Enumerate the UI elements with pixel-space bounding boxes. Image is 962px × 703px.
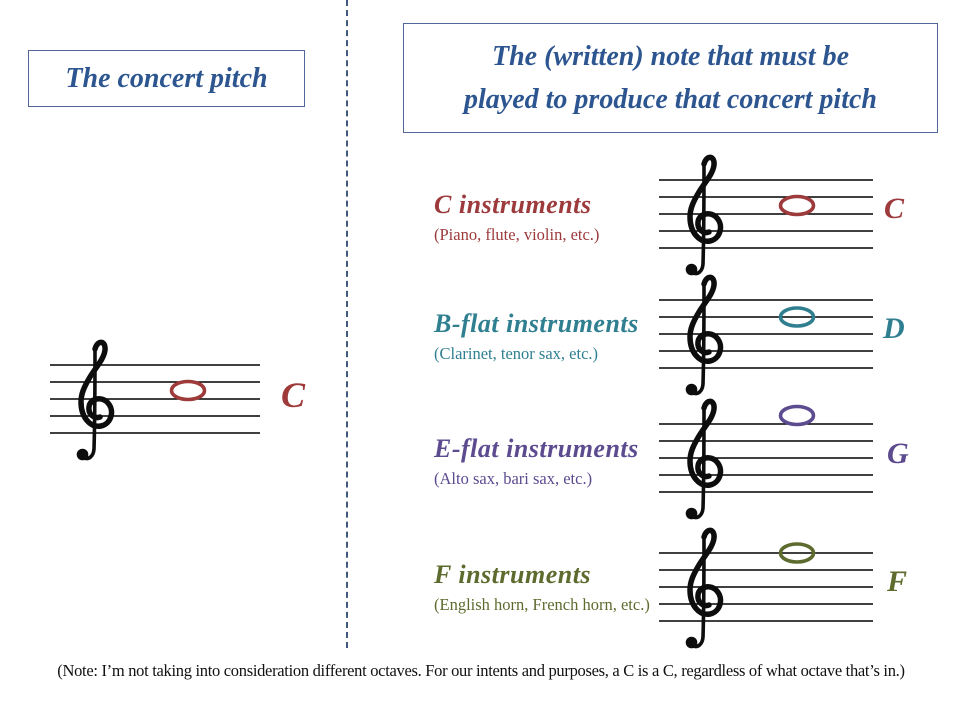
row-bflat-instruments-note-letter: D (883, 312, 905, 345)
whole-note-oval (778, 194, 816, 217)
row-c-instruments-label: C instruments (Piano, flute, violin, etc… (434, 190, 599, 245)
row-c-instruments-examples: (Piano, flute, violin, etc.) (434, 225, 600, 244)
row-f-instruments-note-letter: F (887, 565, 908, 598)
treble-clef-icon (685, 274, 724, 396)
row-bflat-instruments-examples: (Clarinet, tenor sax, etc.) (434, 344, 599, 363)
written-note-title-box: The (written) note that must be played t… (403, 23, 938, 133)
row-c-instruments-name: C instruments (434, 190, 592, 219)
row-f-instruments-label: F instruments (English horn, French horn… (434, 560, 650, 615)
staff-svg (659, 398, 873, 520)
row-eflat-instruments-examples: (Alto sax, bari sax, etc.) (434, 469, 593, 488)
concert-pitch-staff (50, 337, 260, 475)
row-bflat-instruments-name: B-flat instruments (434, 309, 639, 338)
row-f-instruments-name: F instruments (434, 560, 592, 589)
whole-note-oval (169, 379, 207, 402)
row-eflat-instruments-staff (659, 396, 873, 534)
row-eflat-instruments-label: E-flat instruments (Alto sax, bari sax, … (434, 434, 639, 489)
staff-svg (659, 274, 873, 396)
treble-clef-icon (685, 154, 724, 276)
written-note-title-line1: The (written) note that must be (491, 40, 850, 72)
concert-pitch-title: The concert pitch (65, 62, 268, 94)
concert-pitch-title-box: The concert pitch (28, 50, 305, 107)
row-c-instruments-staff (659, 152, 873, 290)
whole-note-oval (778, 542, 816, 564)
staff-svg (659, 154, 873, 276)
row-eflat-instruments-name: E-flat instruments (434, 434, 639, 463)
staff-svg (50, 339, 260, 461)
written-note-title-line2: played to produce that concert pitch (464, 84, 877, 115)
whole-note-oval (778, 404, 816, 427)
treble-clef-icon (685, 527, 724, 649)
row-bflat-instruments-staff (659, 272, 873, 410)
row-c-instruments-note-letter: C (884, 192, 905, 225)
concert-pitch-note-letter: C (281, 375, 306, 415)
row-eflat-instruments-note-letter: G (887, 437, 909, 470)
row-bflat-instruments-label: B-flat instruments (Clarinet, tenor sax,… (434, 309, 639, 364)
row-f-instruments-staff (659, 525, 873, 663)
staff-svg (659, 527, 873, 649)
row-f-instruments-examples: (English horn, French horn, etc.) (434, 595, 650, 614)
vertical-dashed-divider (346, 0, 348, 648)
treble-clef-icon (685, 398, 724, 520)
whole-note-oval (778, 306, 816, 328)
treble-clef-icon (76, 339, 115, 461)
octave-footnote: (Note: I’m not taking into consideration… (57, 661, 905, 680)
